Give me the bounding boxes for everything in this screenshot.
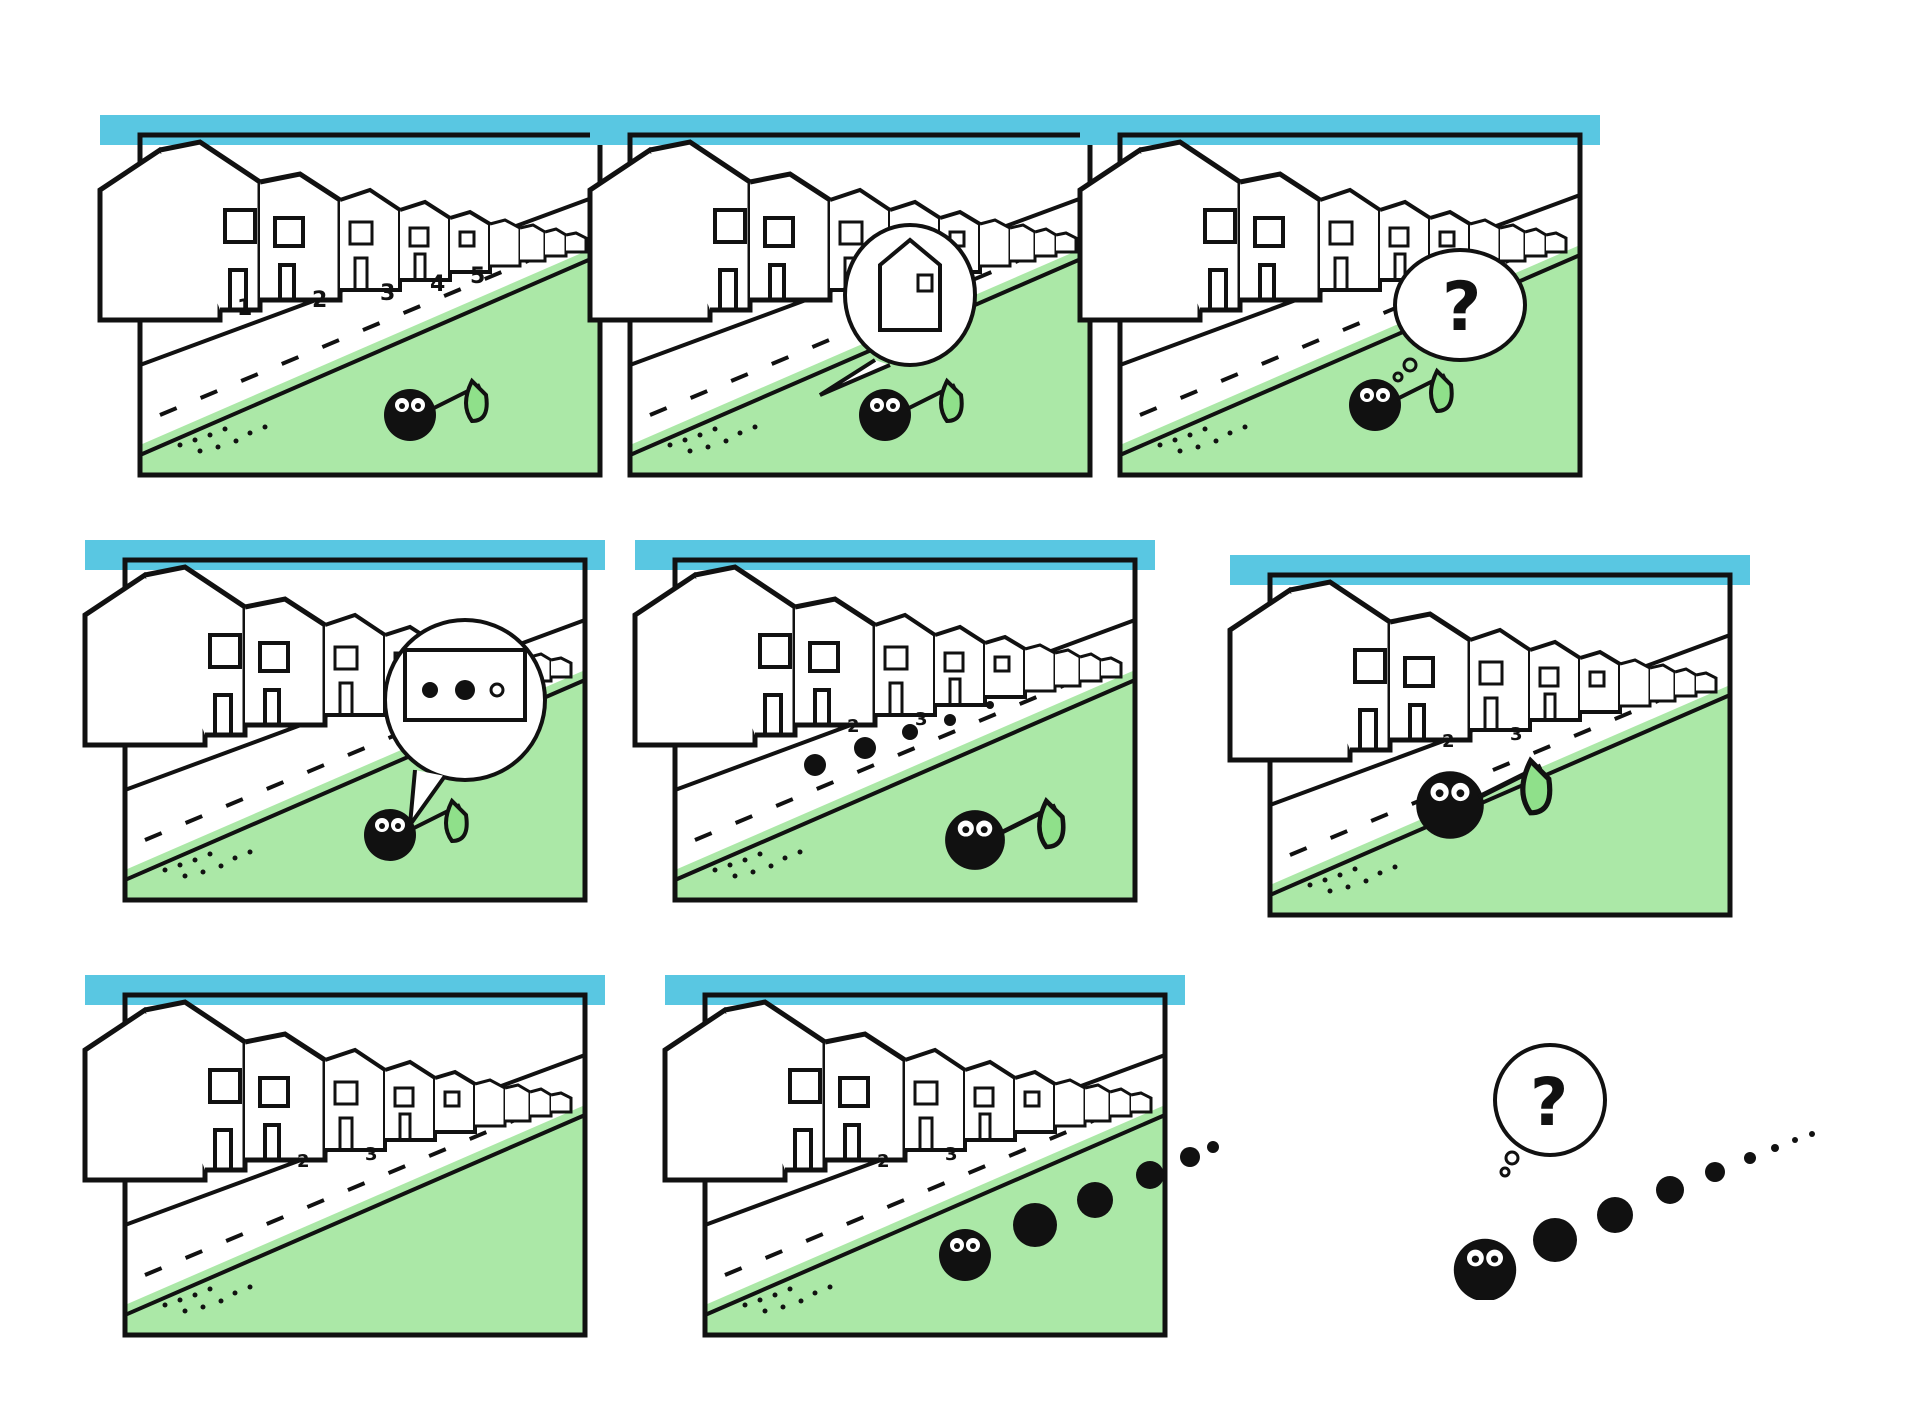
thought-bubble: ? <box>1392 248 1527 383</box>
thought-bubble: ? <box>1493 1043 1607 1178</box>
house-number-3: 3 <box>1510 724 1523 745</box>
house-number-2: 2 <box>847 716 860 737</box>
panel-5: 2 3 <box>635 540 1155 900</box>
panel-8: 2 3 <box>665 975 1225 1335</box>
house-number-2: 2 <box>1442 731 1455 752</box>
question-mark-icon: ? <box>1442 268 1481 347</box>
house-number-2: 2 <box>297 1151 310 1172</box>
blob-character <box>1453 1238 1517 1302</box>
panel-2 <box>590 115 1110 475</box>
house-number-2: 2 <box>312 288 327 313</box>
panel-4 <box>85 540 605 900</box>
panel-6: 2 3 <box>1230 555 1750 915</box>
thought-bubble <box>818 223 977 397</box>
house-number-3: 3 <box>945 1144 958 1165</box>
dotted-trail <box>804 701 994 776</box>
panel-1: 1 2 3 4 5 <box>100 115 620 475</box>
question-mark-icon: ? <box>1530 1064 1568 1141</box>
house-number-1: 1 <box>237 296 252 321</box>
panel-3: ? <box>1080 115 1600 475</box>
house-number-5: 5 <box>470 264 485 289</box>
house-number-3: 3 <box>915 709 928 730</box>
house-number-3: 3 <box>380 281 395 306</box>
dotted-trail <box>1533 1131 1815 1262</box>
house-number-3: 3 <box>365 1144 378 1165</box>
blob-character <box>939 1229 991 1281</box>
dotted-trail <box>1013 1141 1219 1247</box>
blob-with-question: ? <box>1430 1040 1870 1304</box>
thought-bubble <box>383 618 547 833</box>
panel-7: 2 3 <box>85 975 605 1335</box>
house-number-2: 2 <box>877 1151 890 1172</box>
house-number-4: 4 <box>430 272 445 297</box>
